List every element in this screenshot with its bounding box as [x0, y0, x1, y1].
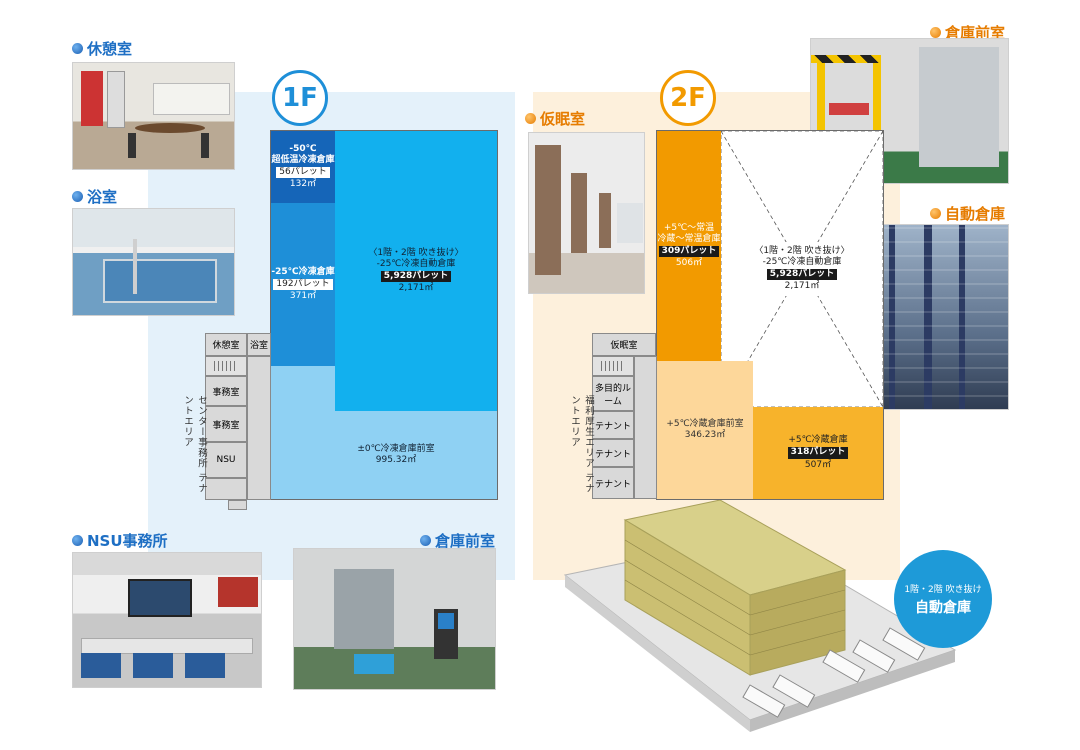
room-bath: 浴室 — [247, 333, 271, 356]
photo-label-auto: 自動倉庫 — [930, 203, 1005, 224]
room-office-1: 事務室 — [205, 376, 247, 406]
room-hall-1f — [247, 356, 271, 500]
zone-cold-storage: +5℃冷蔵倉庫 318パレット 507㎡ — [753, 407, 883, 499]
zone-freezer: -25℃冷凍倉庫 192パレット 371㎡ — [271, 203, 335, 366]
zone-auto-warehouse-1f: 〈1階・2階 吹き抜け〉 -25℃冷凍自動倉庫 5,928パレット 2,171㎡ — [335, 131, 497, 411]
front-room-photo-2f — [810, 38, 1009, 184]
zone-auto-warehouse-2f: 〈1階・2階 吹き抜け〉 -25℃冷凍自動倉庫 5,928パレット 2,171㎡ — [745, 242, 859, 296]
photo-label-front2: 倉庫前室 — [930, 22, 1005, 43]
bullet-icon — [525, 113, 536, 124]
bullet-icon — [930, 27, 941, 38]
photo-label-nap: 仮眠室 — [525, 108, 585, 129]
room-office-2: 事務室 — [205, 406, 247, 442]
nap-room-photo — [528, 132, 645, 294]
room-multipurpose: 多目的ルーム — [592, 376, 634, 411]
entrance-1f — [228, 500, 247, 510]
zone-front-room-1f: ±0℃冷凍倉庫前室 995.32㎡ — [335, 411, 497, 499]
bullet-icon — [72, 535, 83, 546]
auto-warehouse-badge: 1階・2階 吹き抜け 自動倉庫 — [894, 550, 992, 648]
stairs-2f — [592, 356, 634, 376]
photo-label-front1: 倉庫前室 — [420, 530, 495, 551]
bullet-icon — [420, 535, 431, 546]
room-nap: 仮眠室 — [592, 333, 656, 356]
zone-ultra-low-freezer: -50℃ 超低温冷凍倉庫 56パレット 132㎡ — [271, 131, 335, 203]
floor1-outline — [270, 130, 498, 500]
room-tenant-2: テナント — [592, 439, 634, 467]
stairs-icon — [601, 361, 625, 371]
bullet-icon — [72, 43, 83, 54]
nsu-office-photo — [72, 552, 262, 688]
bath-photo — [72, 208, 235, 316]
side-label-1f: センター事務所 テナントエリア — [182, 395, 207, 494]
bullet-icon — [930, 208, 941, 219]
room-rest: 休憩室 — [205, 333, 247, 356]
room-tenant-3: テナント — [592, 467, 634, 499]
room-nsu: NSU — [205, 442, 247, 478]
floor1-badge: 1F — [272, 70, 328, 126]
zone-front-room-2f: +5℃冷蔵倉庫前室 346.23㎡ — [657, 361, 753, 499]
rest-room-photo — [72, 62, 235, 170]
front-room-photo-1f — [293, 548, 496, 690]
warehouse-3d-illustration — [563, 500, 957, 732]
stairs-icon — [214, 361, 238, 371]
room-tenant-1: テナント — [592, 411, 634, 439]
floor2-badge: 2F — [660, 70, 716, 126]
auto-warehouse-photo — [868, 224, 1009, 410]
stairs-1f — [205, 356, 247, 376]
photo-label-rest: 休憩室 — [72, 38, 132, 59]
room-corridor-1f — [205, 478, 247, 500]
zone-front-room-left — [271, 366, 335, 499]
room-hall-2f — [634, 356, 657, 499]
photo-label-nsu: NSU事務所 — [72, 530, 168, 551]
bullet-icon — [72, 191, 83, 202]
zone-chilled-ambient: +5℃～常温 冷蔵～常温倉庫 309パレット 506㎡ — [657, 131, 721, 361]
side-label-2f: 福利厚生エリア テナントエリア — [569, 395, 594, 494]
photo-label-bath: 浴室 — [72, 186, 117, 207]
